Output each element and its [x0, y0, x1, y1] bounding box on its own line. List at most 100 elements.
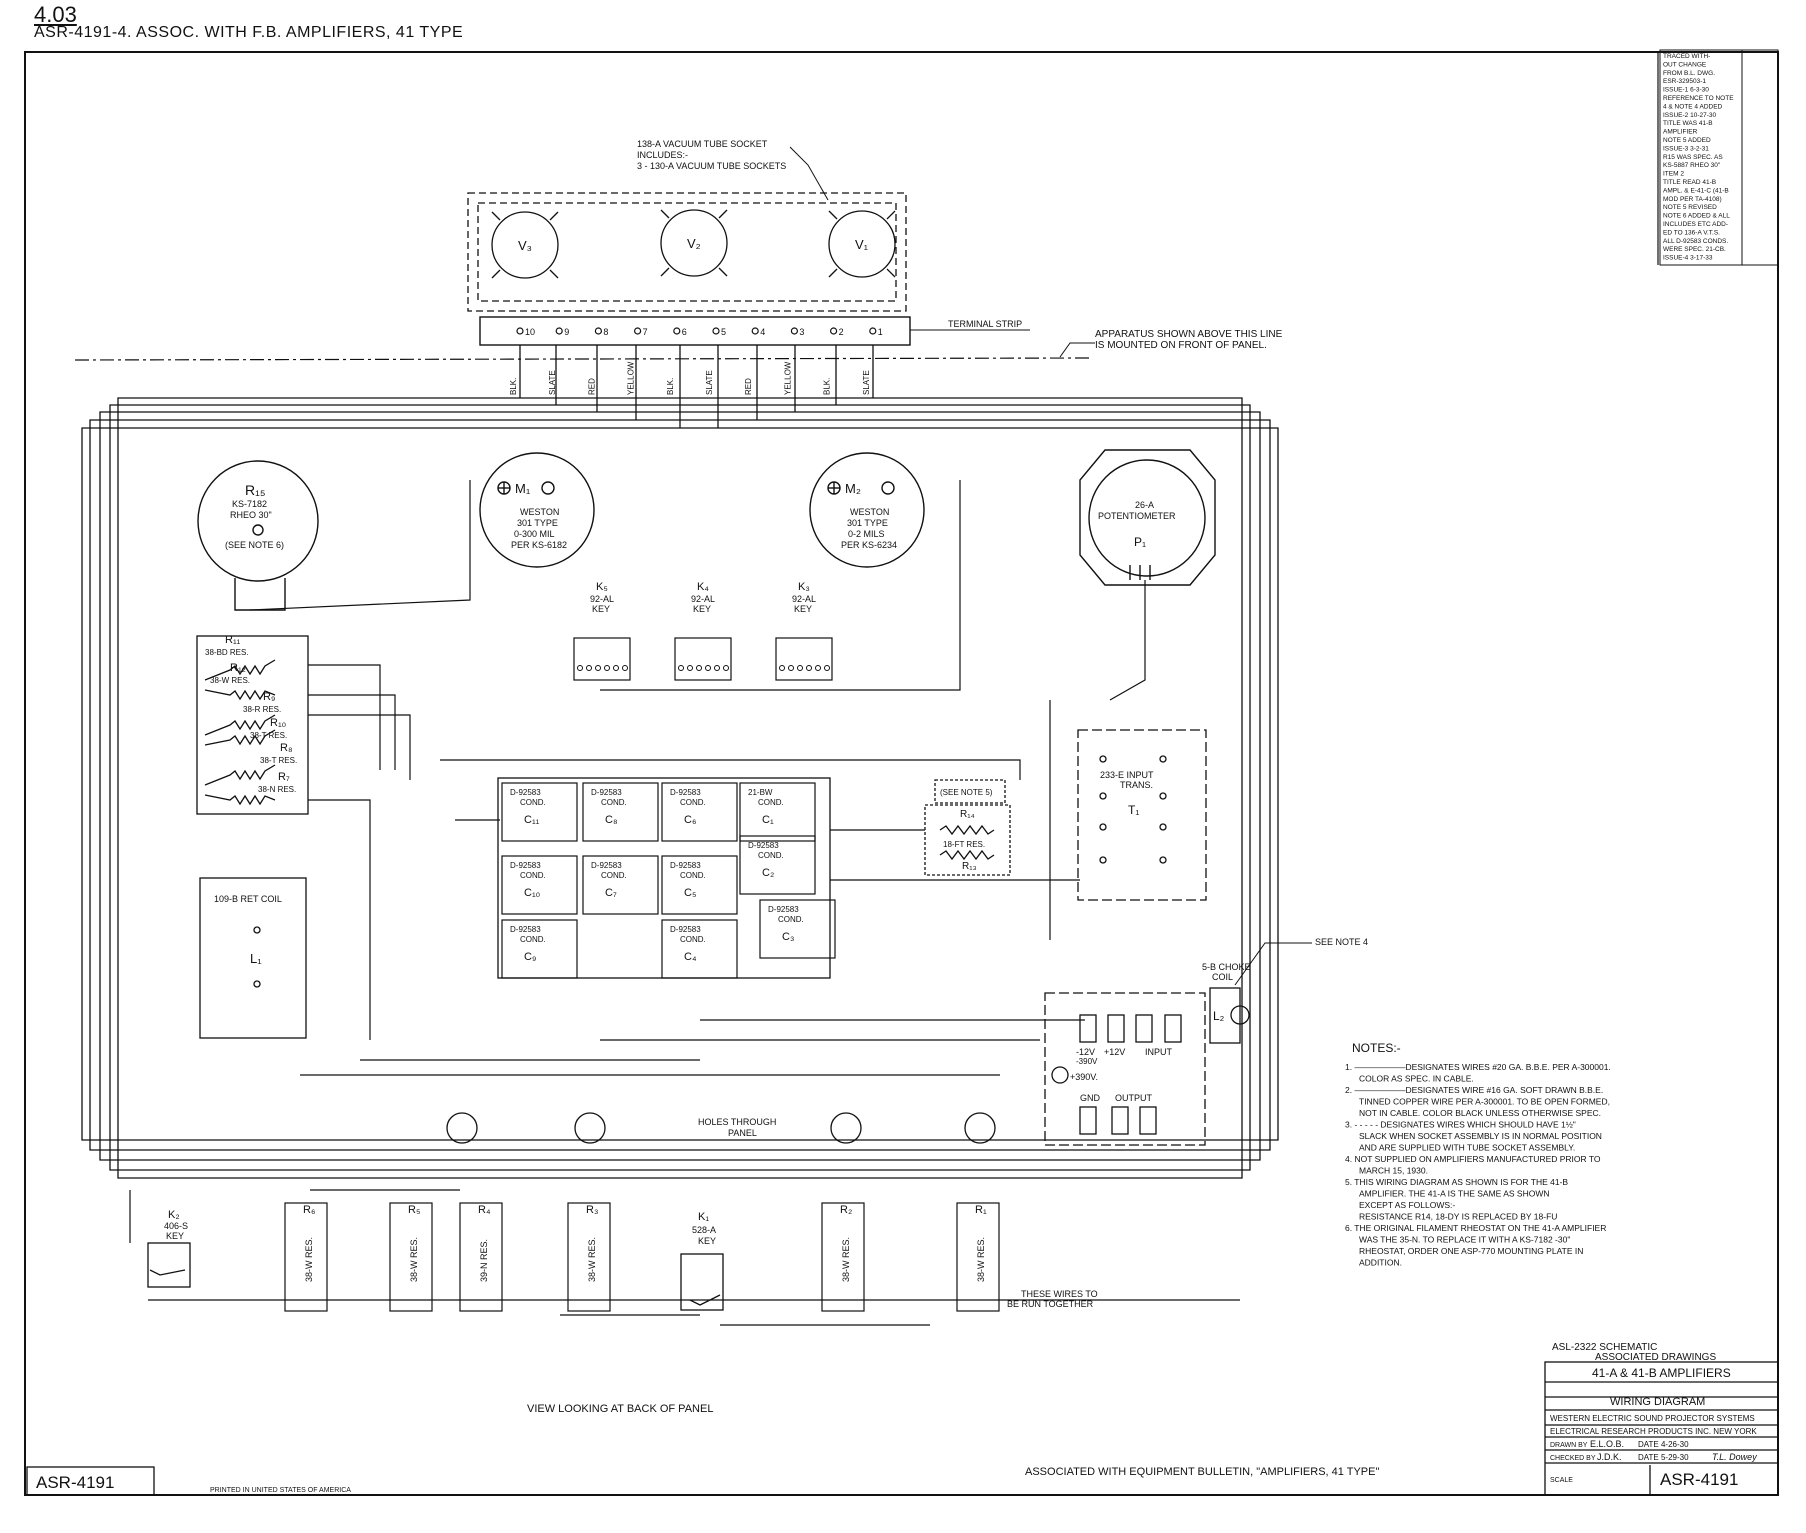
drawn-by: E.L.O.B.	[1590, 1439, 1624, 1449]
bottom-resistor	[389, 1202, 433, 1312]
revision-line: TITLE READ 41-B	[1663, 179, 1716, 186]
see-note-4: SEE NOTE 4	[1315, 937, 1368, 947]
note-line: RHEOSTAT, ORDER ONE ASP-770 MOUNTING PLA…	[1359, 1246, 1583, 1256]
key-contact-block	[674, 637, 732, 681]
holes-line-2: PANEL	[728, 1128, 757, 1138]
res-block-name: R₁₁	[225, 634, 241, 646]
terminal-2	[829, 327, 838, 335]
m1-line-2: 301 TYPE	[517, 518, 558, 528]
panel-line-note-2: IS MOUNTED ON FRONT OF PANEL.	[1095, 340, 1267, 351]
bottom-resistor	[459, 1202, 503, 1312]
t1-line-1: 233-E INPUT	[1100, 770, 1154, 780]
condenser-name: C₄	[684, 951, 697, 963]
condenser-type: D-92583	[768, 905, 799, 914]
bottom-resistor-type: 38-W RES.	[841, 1237, 851, 1282]
m2-line-2: 301 TYPE	[847, 518, 888, 528]
terminal-7	[633, 327, 642, 335]
p1-line-2: POTENTIOMETER	[1098, 511, 1176, 521]
revision-line: INCLUDES ETC ADD-	[1663, 221, 1728, 228]
p1-name: P₁	[1134, 535, 1146, 549]
key-contact	[595, 665, 601, 671]
m1-name: M₁	[515, 481, 531, 496]
condenser-type: 21-BW	[748, 788, 773, 797]
condenser-name: C₉	[524, 951, 536, 963]
revision-line: ESR-329503-1	[1663, 78, 1706, 85]
k2-line-1: 406-S	[164, 1221, 188, 1231]
socket-callout-line-3: 3 - 130-A VACUUM TUBE SOCKETS	[637, 161, 786, 171]
key-k1	[680, 1253, 724, 1311]
res-block-type: 38-W RES.	[210, 676, 250, 685]
drawn-label: DRAWN BY	[1550, 1442, 1588, 1449]
title-product: 41-A & 41-B AMPLIFIERS	[1592, 1366, 1731, 1380]
revision-line: WERE SPEC. 21-CB.	[1663, 246, 1726, 253]
terminal-5	[712, 327, 720, 335]
revision-line: NOTE 5 REVISED	[1663, 204, 1717, 211]
condenser-name: C₅	[684, 887, 696, 899]
res-block-name: R₁₀	[270, 717, 286, 729]
condenser-cond: COND.	[601, 798, 627, 807]
condenser-cond: COND.	[601, 871, 627, 880]
bottom-resistor-name: R₃	[586, 1204, 598, 1216]
m1-line-4: PER KS-6182	[511, 540, 567, 550]
bottom-resistor	[284, 1202, 328, 1312]
terminal-strip	[479, 316, 911, 346]
condenser-block-outline	[497, 777, 831, 979]
note-line: AND ARE SUPPLIED WITH TUBE SOCKET ASSEMB…	[1359, 1143, 1575, 1153]
key-contact	[613, 665, 619, 671]
condenser-type: D-92583	[670, 925, 701, 934]
k2-name: K₂	[168, 1209, 180, 1221]
terminal-10	[516, 327, 524, 335]
condenser-type: D-92583	[510, 788, 541, 797]
note-line: COLOR AS SPEC. IN CABLE.	[1359, 1074, 1474, 1084]
m2-name: M₂	[845, 481, 861, 496]
condenser-name: C₆	[684, 814, 696, 826]
condenser-box	[739, 835, 816, 895]
bottom-resistor-name: R₅	[408, 1204, 420, 1216]
bottom-resistor	[821, 1202, 865, 1312]
board-plus390: +390V.	[1070, 1072, 1098, 1082]
board-neg: -12V	[1076, 1047, 1095, 1057]
m1-line-1: WESTON	[520, 507, 559, 517]
condenser-type: D-92583	[510, 925, 541, 934]
choke-coil-l2	[1209, 987, 1250, 1044]
title-kind: WIRING DIAGRAM	[1610, 1396, 1705, 1408]
l1-line-1: 109-B RET COIL	[214, 894, 282, 904]
board-gnd: GND	[1080, 1093, 1101, 1103]
output-terminal-board	[1044, 992, 1206, 1146]
condenser-name: C₈	[605, 814, 618, 826]
revision-line: ED TO 136-A V.T.S.	[1663, 229, 1720, 236]
revision-line: TRACED WITH-	[1663, 53, 1710, 60]
resistor-r13-r14	[924, 779, 1011, 876]
drawing-border	[24, 51, 1779, 1496]
wire-color-label: BLK.	[509, 378, 518, 395]
note-line: NOT IN CABLE. COLOR BLACK UNLESS OTHERWI…	[1359, 1108, 1601, 1118]
footer-bulletin: ASSOCIATED WITH EQUIPMENT BULLETIN, "AMP…	[1025, 1466, 1379, 1478]
condenser-cond: COND.	[680, 935, 706, 944]
bottom-resistor-type: 38-W RES.	[587, 1237, 597, 1282]
wire-color-label: YELLOW	[783, 361, 792, 395]
note-line: EXCEPT AS FOLLOWS:-	[1359, 1200, 1455, 1210]
wire-color-label: RED	[587, 378, 596, 395]
footer-printed: PRINTED IN UNITED STATES OF AMERICA	[210, 1487, 351, 1494]
terminal-number-10: 10	[525, 327, 535, 337]
condenser-cond: COND.	[758, 798, 784, 807]
m2-line-1: WESTON	[850, 507, 889, 517]
meter-m1	[479, 452, 595, 568]
meter-m2	[809, 452, 925, 568]
revision-line: ISSUE-1 6-3-30	[1663, 87, 1709, 94]
key-contact	[815, 665, 821, 671]
title-drawing-number: ASR-4191	[1660, 1470, 1738, 1489]
key-contact	[586, 665, 592, 671]
p1-line-1: 26-A	[1135, 500, 1154, 510]
terminal-9	[555, 327, 563, 335]
res-block-type: 38-N RES.	[258, 785, 296, 794]
choke-line-2: COIL	[1212, 972, 1233, 982]
res-block-name: R₈	[280, 742, 293, 754]
condenser-box	[501, 782, 578, 842]
revision-line: ALL D-92583 CONDS.	[1663, 238, 1728, 245]
r15-name: R₁₅	[245, 482, 265, 498]
view-caption: VIEW LOOKING AT BACK OF PANEL	[527, 1403, 713, 1415]
